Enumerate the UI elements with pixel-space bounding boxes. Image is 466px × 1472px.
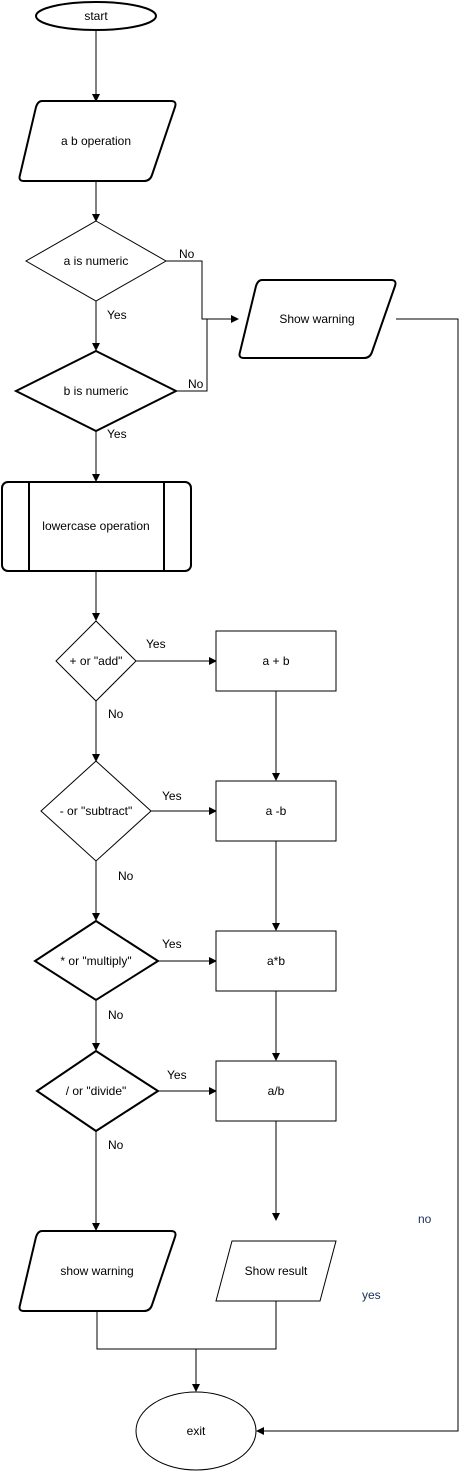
edge-labels: No Yes No Yes Yes No Yes No Yes No Yes N…: [107, 247, 204, 1152]
node-show-result: Show result: [215, 1240, 337, 1302]
node-div-check-label: / or "divide": [66, 1084, 127, 1098]
node-warning-top: Show warning: [238, 279, 397, 359]
node-add-result: a + b: [215, 630, 337, 692]
node-exit-label: exit: [187, 1424, 206, 1438]
node-div-result-label: a/b: [268, 1084, 285, 1098]
node-mul-result: a*b: [215, 930, 337, 992]
notes: no yes: [362, 1212, 432, 1302]
node-sub-check: - or "subtract": [40, 760, 152, 862]
edge-label-add-yes: Yes: [146, 637, 166, 651]
node-warning-bottom-label: show warning: [60, 1264, 133, 1278]
node-a-numeric: a is numeric: [24, 220, 168, 302]
note-yes: yes: [362, 1288, 381, 1302]
edge-label-add-no: No: [108, 707, 124, 721]
note-no: no: [418, 1212, 432, 1226]
node-mul-check: * or "multiply": [33, 919, 160, 1002]
node-add-check-label: + or "add": [70, 654, 123, 668]
node-lowercase: lowercase operation: [1, 481, 192, 572]
node-mul-result-label: a*b: [267, 954, 285, 968]
node-a-numeric-label: a is numeric: [64, 254, 129, 268]
node-add-check: + or "add": [55, 620, 137, 702]
node-warning-bottom: show warning: [18, 1230, 177, 1312]
node-sub-check-label: - or "subtract": [60, 804, 133, 818]
node-sub-result: a -b: [215, 780, 337, 842]
edge-warning-bottom-exit: [96, 1301, 277, 1350]
edge-label-div-no: No: [108, 1138, 124, 1152]
edge-label-a-no: No: [179, 247, 195, 261]
node-div-result: a/b: [215, 1060, 337, 1122]
edge-label-sub-yes: Yes: [162, 789, 182, 803]
edge-label-sub-no: No: [118, 869, 134, 883]
node-show-result-label: Show result: [245, 1264, 308, 1278]
node-mul-check-label: * or "multiply": [60, 954, 131, 968]
node-sub-result-label: a -b: [266, 804, 287, 818]
node-input-label: a b operation: [61, 134, 131, 148]
edge-a-numeric-no: [166, 260, 239, 323]
edge-label-b-no: No: [188, 377, 204, 391]
edge-label-a-yes: Yes: [107, 308, 127, 322]
node-exit: exit: [135, 1391, 257, 1471]
edge-label-mul-no: No: [108, 1008, 124, 1022]
edges: [92, 31, 459, 1435]
edge-label-div-yes: Yes: [167, 1068, 187, 1082]
edge-label-b-yes: Yes: [107, 427, 127, 441]
node-start: start: [35, 1, 157, 31]
edge-warning-top-exit: [256, 318, 459, 1435]
node-lowercase-label: lowercase operation: [42, 519, 149, 533]
edge-b-numeric-no: [176, 319, 208, 392]
node-start-label: start: [84, 9, 108, 23]
node-warning-top-label: Show warning: [279, 312, 354, 326]
node-b-numeric: b is numeric: [13, 349, 179, 433]
node-input: a b operation: [18, 100, 177, 182]
edge-label-mul-yes: Yes: [162, 937, 182, 951]
node-div-check: / or "divide": [35, 1049, 160, 1133]
node-b-numeric-label: b is numeric: [64, 384, 129, 398]
node-add-result-label: a + b: [262, 654, 289, 668]
